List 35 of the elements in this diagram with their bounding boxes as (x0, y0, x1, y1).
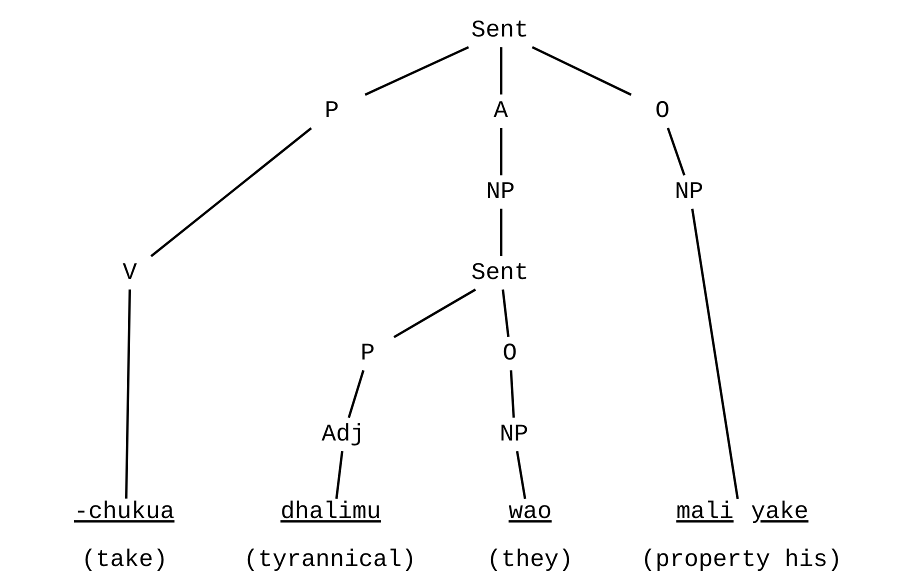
connector (348, 370, 365, 418)
node-text: Adj (322, 421, 365, 448)
connector (502, 289, 510, 337)
connector (666, 128, 686, 176)
node-text: Sent (471, 17, 529, 44)
connector (516, 450, 526, 499)
connector (335, 451, 344, 499)
connector (364, 46, 470, 96)
node-label: (take) (81, 547, 168, 574)
connector (500, 208, 502, 256)
node-text: NP (674, 178, 704, 206)
connector (500, 47, 502, 94)
connector (500, 128, 502, 176)
connector (150, 127, 312, 258)
connector (691, 208, 739, 500)
node-text: wao (508, 499, 552, 526)
node-label: (tyrannical) (244, 547, 416, 574)
connector (125, 290, 131, 499)
node-text: NP (486, 178, 515, 206)
node-text: P (324, 98, 339, 126)
node-text: mali yake (676, 499, 808, 526)
node-text: O (502, 340, 517, 368)
node-text: O (655, 98, 670, 126)
connector (393, 288, 476, 338)
node-text: dhalimu (280, 499, 381, 526)
connector (532, 46, 632, 96)
node-text: -chukua (74, 499, 174, 526)
node-label: (they) (486, 547, 574, 574)
node-text: Sent (471, 260, 529, 287)
node-text: NP (500, 421, 528, 448)
node-text: A (494, 98, 508, 126)
node-text: P (360, 340, 375, 368)
node-text: V (122, 260, 137, 287)
connector (510, 370, 515, 418)
node-label: (property his) (641, 547, 842, 574)
